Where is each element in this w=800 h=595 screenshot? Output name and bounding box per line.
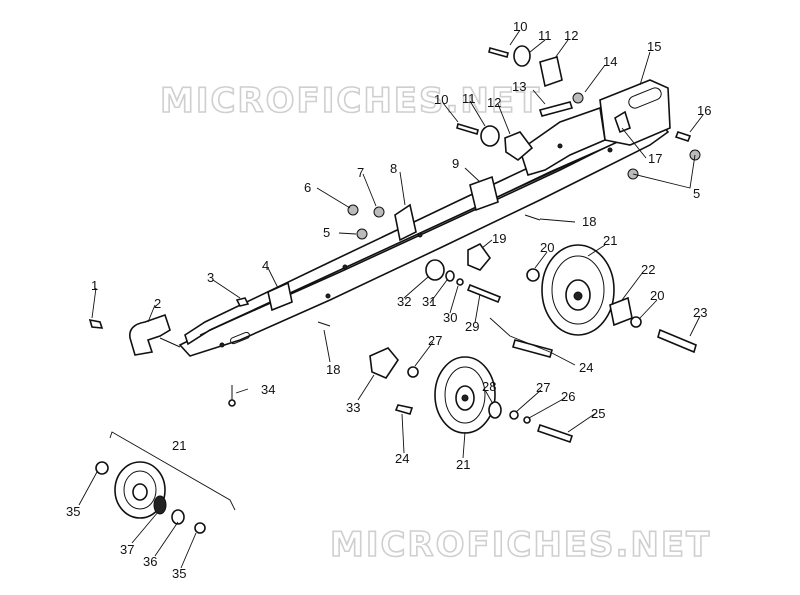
idler-wheel-lower [369,339,574,444]
callout-28: 28 [482,379,496,394]
callout-1: 1 [91,278,98,293]
upper-spacers [456,45,584,162]
callout-23: 23 [693,305,707,320]
callout-4: 4 [262,258,269,273]
callout-20: 20 [540,240,554,255]
callout-29: 29 [465,319,479,334]
callout-21: 21 [172,438,186,453]
callouts: 10 11 12 15 14 13 10 11 12 16 17 5 9 8 7… [66,19,711,581]
callout-32: 32 [397,294,411,309]
small-hardware [88,110,701,407]
callout-11: 11 [538,28,552,43]
callout-31: 31 [422,294,436,309]
watermark-bottom: MICROFICHES.NET [330,525,711,565]
callout-9: 9 [452,156,459,171]
callout-7: 7 [357,165,364,180]
callout-35: 35 [172,566,186,581]
callout-6: 6 [304,180,311,195]
callout-3: 3 [207,270,214,285]
callout-18: 18 [326,362,340,377]
rail-tip [128,313,171,356]
callout-20: 20 [650,288,664,303]
callout-19: 19 [492,231,506,246]
callout-15: 15 [647,39,661,54]
callout-22: 22 [641,262,655,277]
callout-10: 10 [434,92,448,107]
callout-18: 18 [582,214,596,229]
callout-12: 12 [487,95,501,110]
watermark-top: MICROFICHES.NET [160,81,541,121]
callout-5: 5 [693,186,700,201]
callout-25: 25 [591,406,605,421]
callout-33: 33 [346,400,360,415]
callout-11: 11 [462,91,476,106]
leader-lines [78,29,704,569]
callout-14: 14 [603,54,617,69]
callout-26: 26 [561,389,575,404]
callout-36: 36 [143,554,157,569]
callout-13: 13 [512,79,526,94]
callout-27: 27 [536,380,550,395]
callout-12: 12 [564,28,578,43]
callout-17: 17 [648,151,662,166]
callout-10: 10 [513,19,527,34]
callout-24: 24 [579,360,593,375]
callout-21: 21 [456,457,470,472]
callout-34: 34 [261,382,275,397]
callout-8: 8 [390,161,397,176]
callout-37: 37 [120,542,134,557]
callout-2: 2 [154,296,161,311]
callout-5: 5 [323,225,330,240]
callout-24: 24 [395,451,409,466]
callout-30: 30 [443,310,457,325]
idler-wheel-upper [526,244,697,354]
wheel-exploded [95,431,236,534]
callout-16: 16 [697,103,711,118]
callout-27: 27 [428,333,442,348]
callout-35: 35 [66,504,80,519]
callout-21: 21 [603,233,617,248]
